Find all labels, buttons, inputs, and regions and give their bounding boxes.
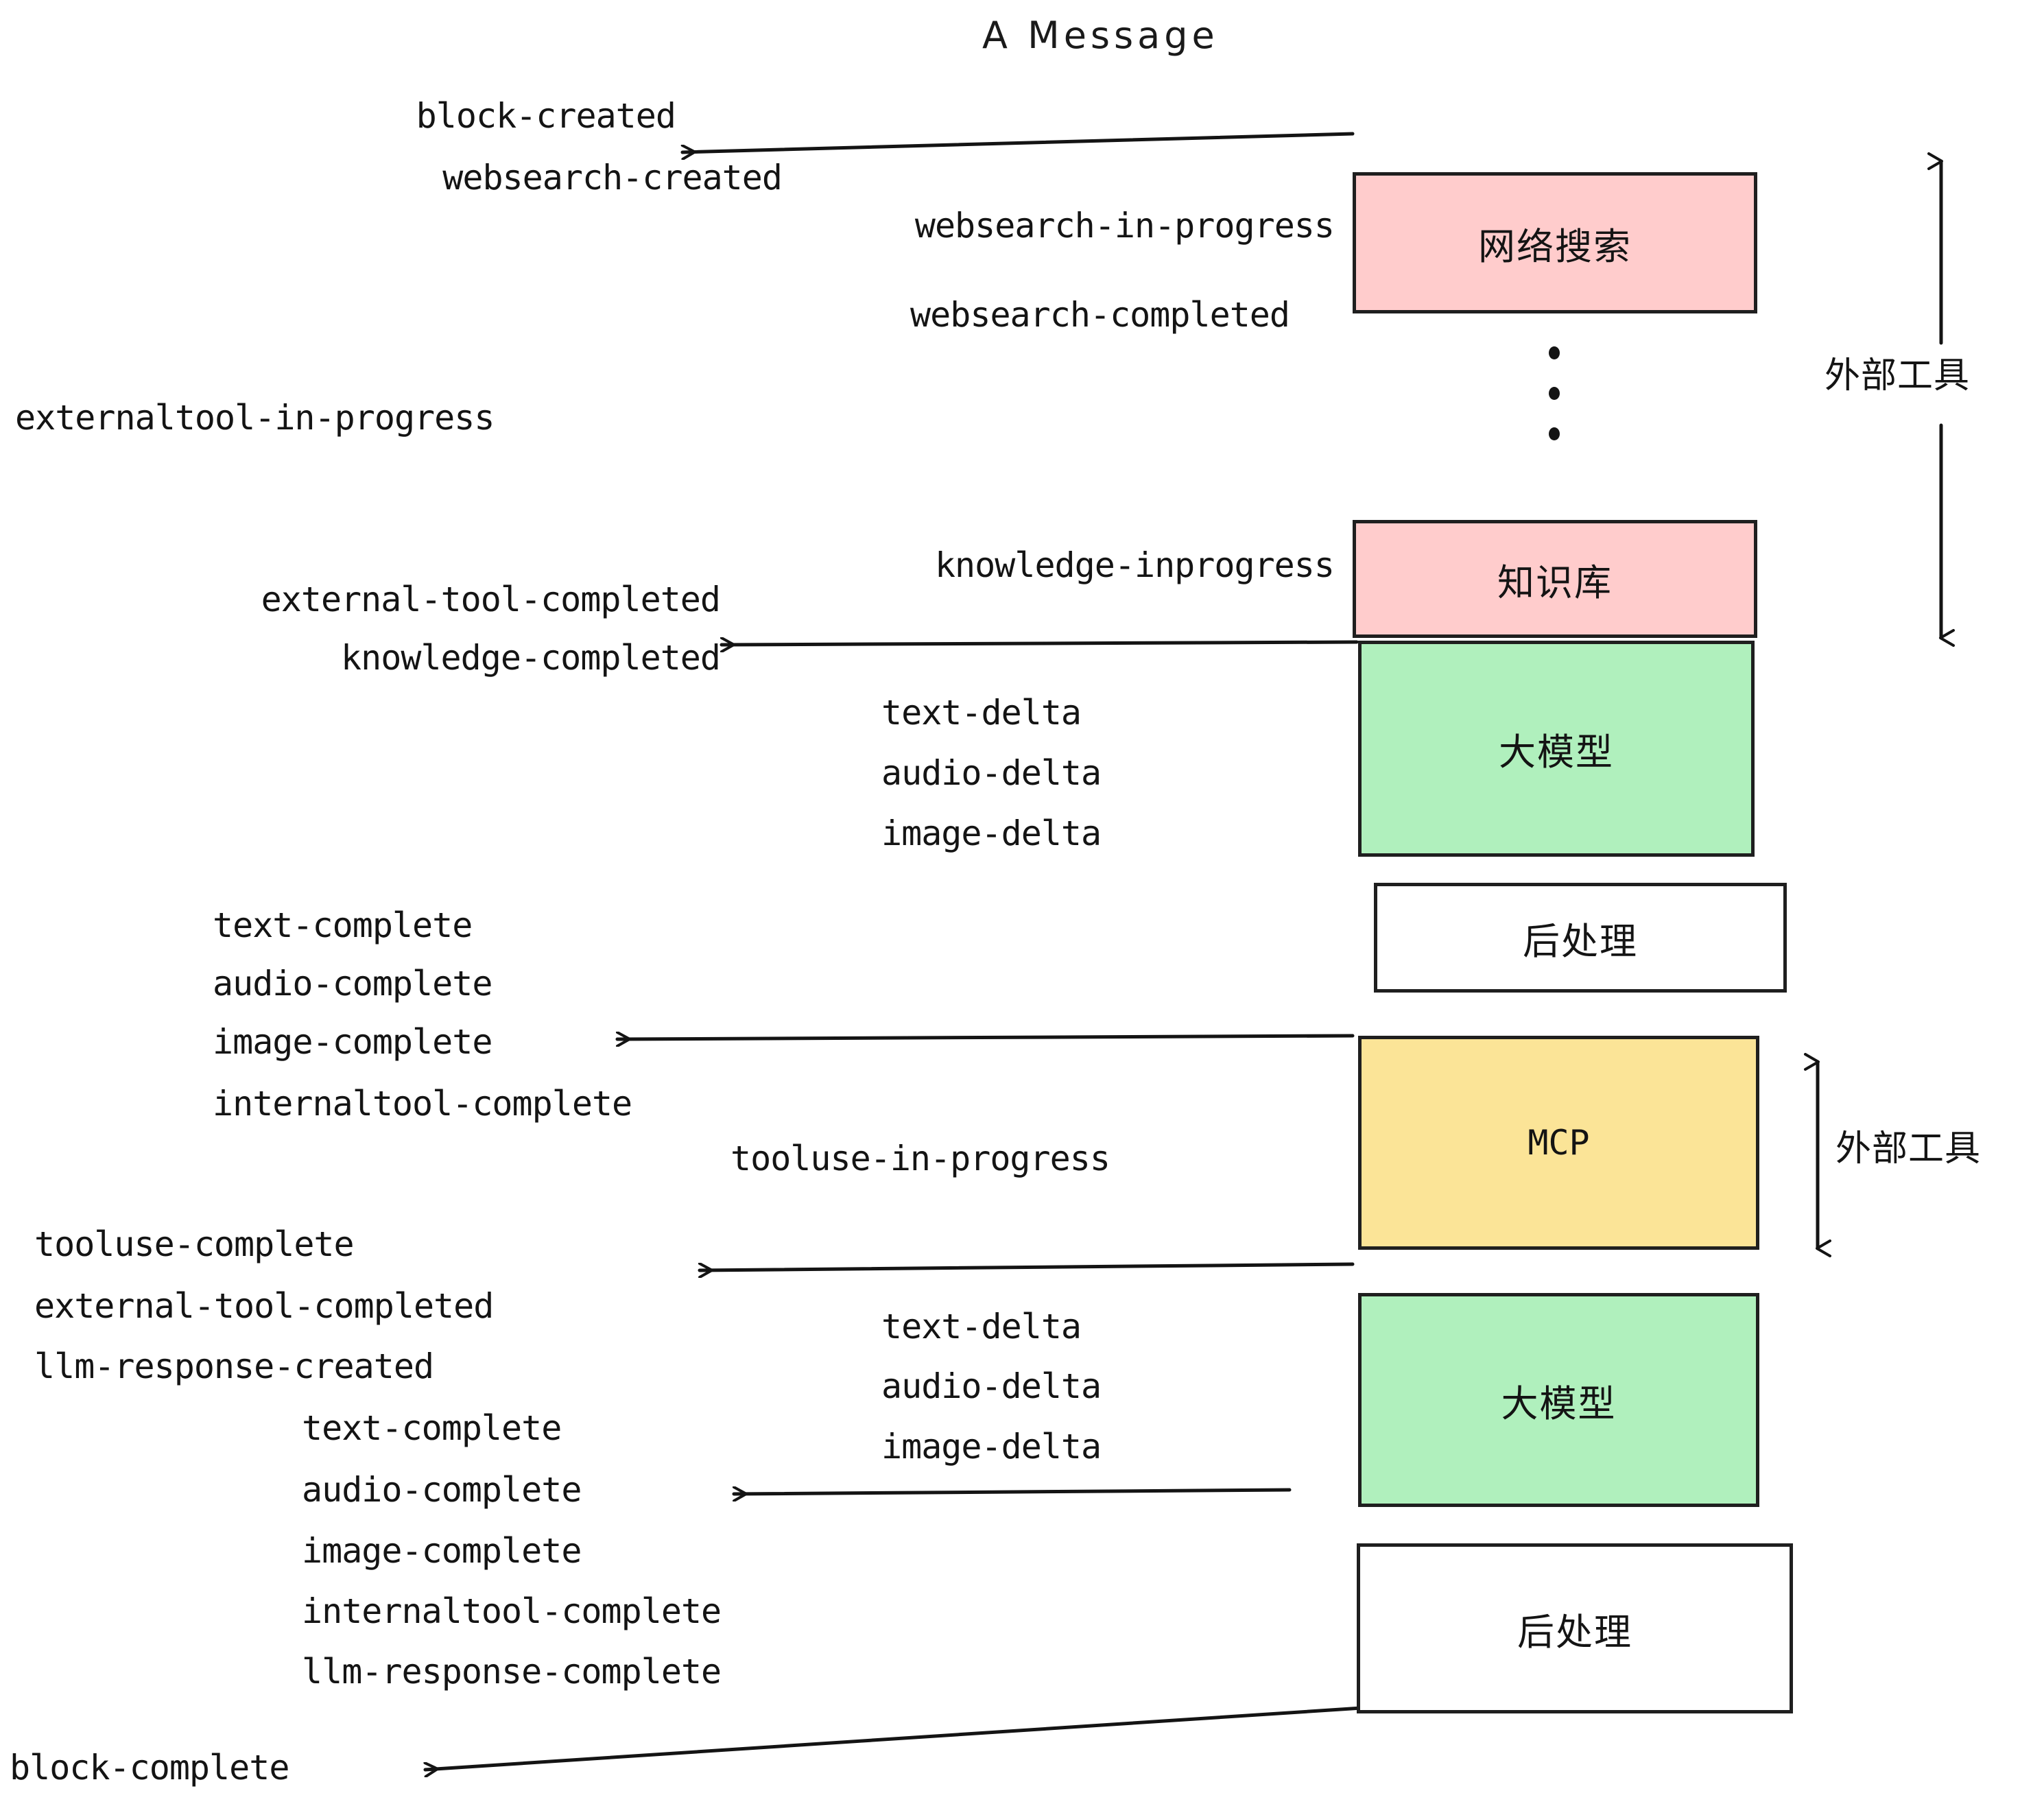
event-image-complete-1: image-complete: [213, 1022, 492, 1062]
event-knowledge-completed: knowledge-completed: [341, 638, 721, 678]
event-websearch-completed: websearch-completed: [910, 295, 1290, 335]
box-postprocess-2-label: 后处理: [1517, 1610, 1632, 1654]
event-audio-complete-2: audio-complete: [302, 1470, 582, 1510]
event-internaltool-complete-2: internaltool-complete: [302, 1591, 722, 1631]
side-label-external-tool-top: 外部工具: [1825, 355, 1971, 396]
box-mcp-label: MCP: [1528, 1123, 1590, 1163]
event-block-complete: block-complete: [10, 1748, 289, 1788]
event-image-delta-1: image-delta: [881, 814, 1102, 853]
event-externaltool-in-progress: externaltool-in-progress: [15, 398, 495, 438]
box-postprocess-1-label: 后处理: [1523, 919, 1638, 963]
event-text-delta-1: text-delta: [881, 693, 1082, 733]
event-audio-complete-1: audio-complete: [213, 964, 492, 1004]
event-text-complete-1: text-complete: [213, 905, 473, 945]
box-postprocess-2[interactable]: 后处理: [1357, 1543, 1793, 1713]
box-websearch-label: 网络搜索: [1478, 224, 1632, 268]
event-text-delta-2: text-delta: [881, 1307, 1082, 1346]
event-knowledge-inprogress: knowledge-inprogress: [934, 545, 1335, 585]
event-websearch-created: websearch-created: [442, 158, 783, 198]
event-image-complete-2: image-complete: [302, 1531, 582, 1571]
event-tooluse-in-progress: tooluse-in-progress: [730, 1139, 1110, 1178]
event-tooluse-complete: tooluse-complete: [34, 1224, 355, 1264]
event-audio-delta-2: audio-delta: [881, 1366, 1102, 1406]
event-external-tool-completed-1: external-tool-completed: [261, 580, 721, 619]
diagram-title: A Message: [982, 14, 1219, 57]
event-external-tool-completed-2: external-tool-completed: [34, 1286, 494, 1326]
box-knowledge[interactable]: 知识库: [1353, 520, 1757, 638]
box-llm-2-label: 大模型: [1501, 1381, 1617, 1425]
box-mcp[interactable]: MCP: [1358, 1036, 1759, 1250]
event-internaltool-complete-1: internaltool-complete: [213, 1084, 632, 1124]
arrow-postprocess-to-image-complete: [615, 1036, 1355, 1039]
box-llm-1-label: 大模型: [1499, 731, 1614, 774]
event-llm-response-complete: llm-response-complete: [302, 1652, 722, 1692]
arrow-postprocess-to-block-complete: [425, 1706, 1364, 1770]
arrow-mcp-to-tooluse-complete: [698, 1262, 1355, 1270]
event-text-complete-2: text-complete: [302, 1408, 562, 1448]
side-label-external-tool-bottom: 外部工具: [1835, 1128, 1982, 1170]
box-knowledge-label: 知识库: [1497, 560, 1613, 604]
box-llm-2[interactable]: 大模型: [1358, 1293, 1759, 1507]
event-image-delta-2: image-delta: [881, 1427, 1102, 1467]
box-llm-1[interactable]: 大模型: [1358, 641, 1755, 857]
event-block-created: block-created: [416, 96, 676, 136]
box-websearch[interactable]: 网络搜索: [1353, 172, 1757, 313]
event-llm-response-created: llm-response-created: [34, 1346, 434, 1386]
arrow-knowledge-to-knowledge-completed: [720, 642, 1359, 645]
arrow-websearch-to-block-created: [680, 132, 1355, 152]
arrow-llm-to-audio-complete: [732, 1490, 1292, 1494]
vertical-ellipsis-icon: [1549, 346, 1560, 468]
box-postprocess-1[interactable]: 后处理: [1374, 883, 1787, 993]
event-audio-delta-1: audio-delta: [881, 753, 1102, 793]
event-websearch-in-progress: websearch-in-progress: [914, 206, 1335, 246]
